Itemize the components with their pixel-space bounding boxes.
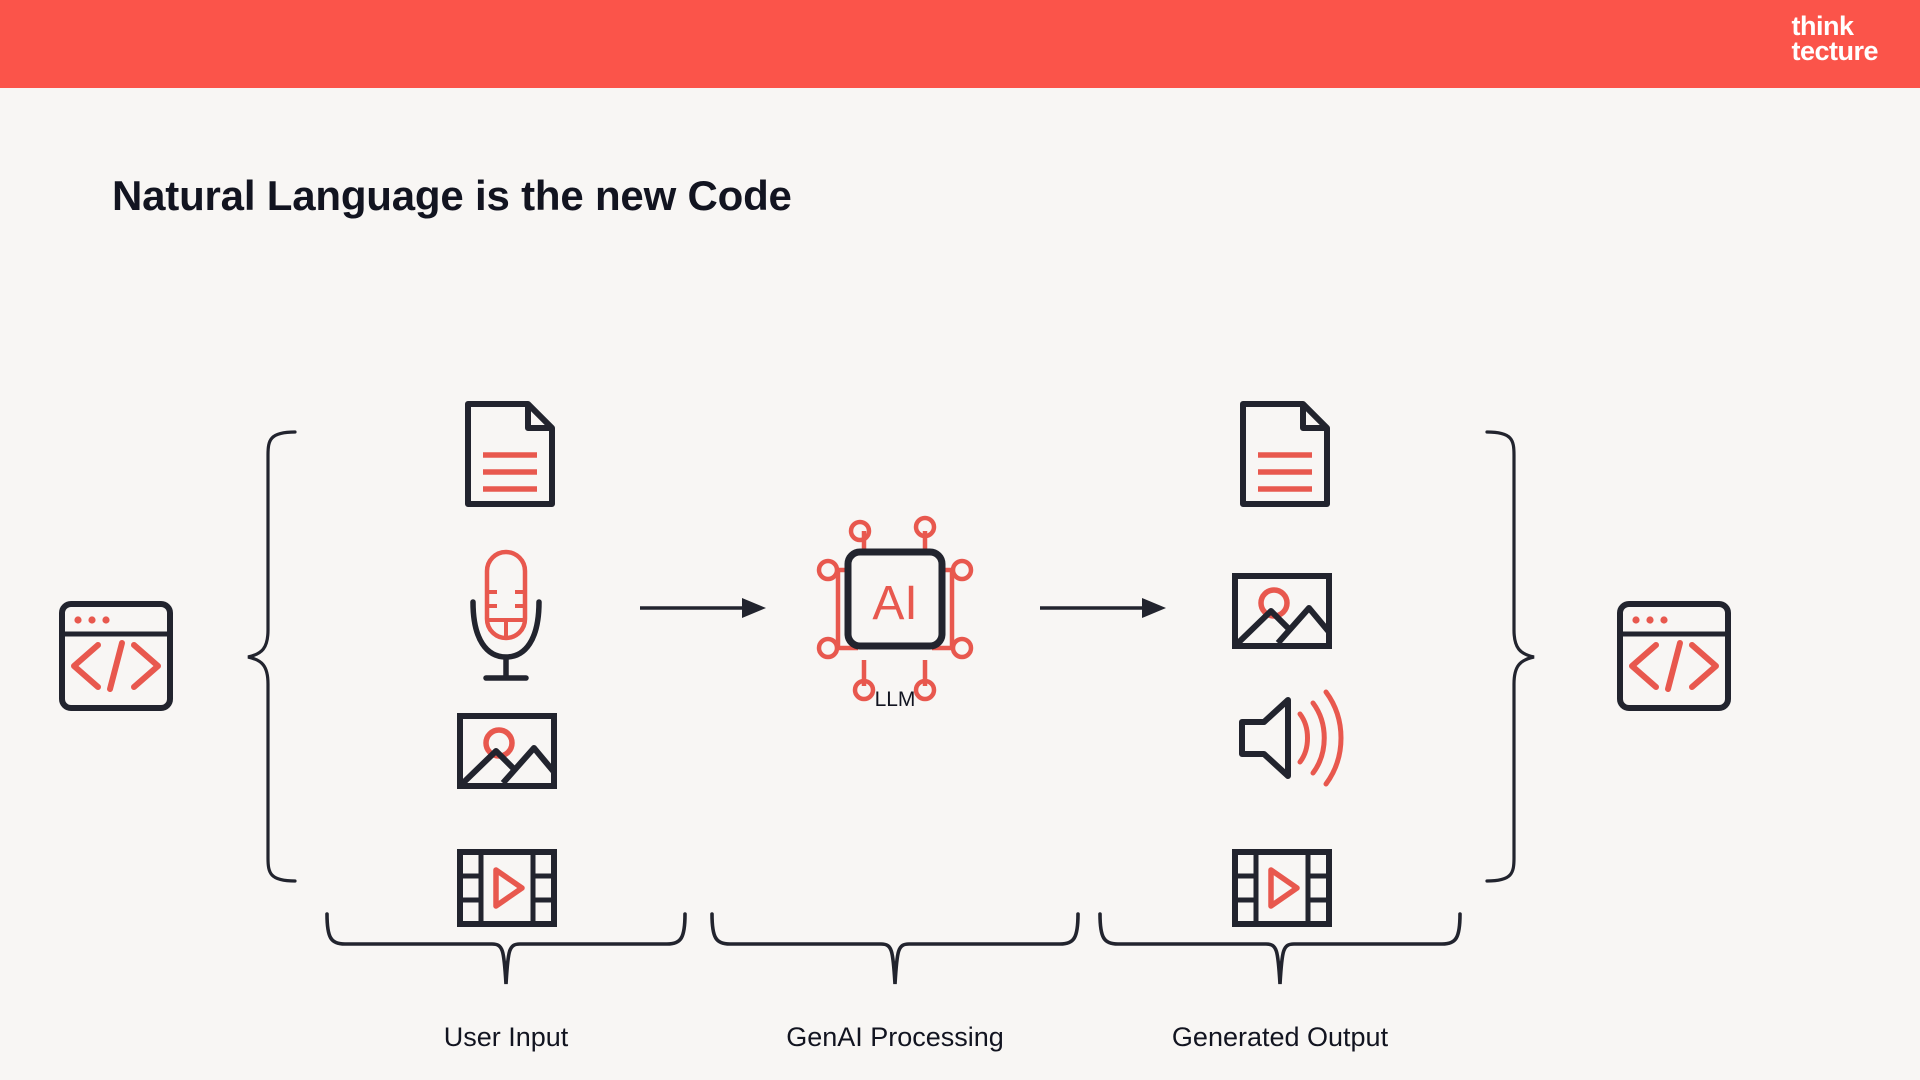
speaker-icon-output	[1239, 689, 1344, 787]
image-icon-input	[457, 713, 557, 789]
arrow-input-to-llm	[640, 598, 766, 618]
logo-line-1: think	[1791, 11, 1854, 41]
code-window-icon-right	[1617, 601, 1731, 711]
video-icon-output	[1232, 849, 1332, 927]
generated-output-brace	[1098, 912, 1462, 985]
microphone-icon-input	[470, 549, 542, 681]
page-title: Natural Language is the new Code	[112, 172, 792, 219]
llm-label: LLM	[874, 688, 916, 711]
image-icon-output	[1232, 573, 1332, 649]
ai-chip-icon: AI	[816, 515, 974, 702]
right-group-brace	[1485, 430, 1535, 883]
code-window-icon-left	[59, 601, 173, 711]
top-banner: think tecture	[0, 0, 1920, 88]
logo-line-2: tecture	[1791, 35, 1878, 66]
user-input-brace	[325, 912, 687, 985]
chip-text: AI	[872, 577, 917, 630]
user-input-label: User Input	[443, 1022, 569, 1052]
generated-output-label: Generated Output	[1171, 1022, 1389, 1052]
genai-processing-brace	[710, 912, 1080, 985]
document-icon-output	[1240, 401, 1330, 507]
left-group-brace	[247, 430, 297, 883]
thinktecture-logo: think tecture	[1791, 11, 1878, 66]
genai-processing-label: GenAI Processing	[786, 1022, 1004, 1052]
document-icon-input	[465, 401, 555, 507]
arrow-llm-to-output	[1040, 598, 1166, 618]
video-icon-input	[457, 849, 557, 927]
